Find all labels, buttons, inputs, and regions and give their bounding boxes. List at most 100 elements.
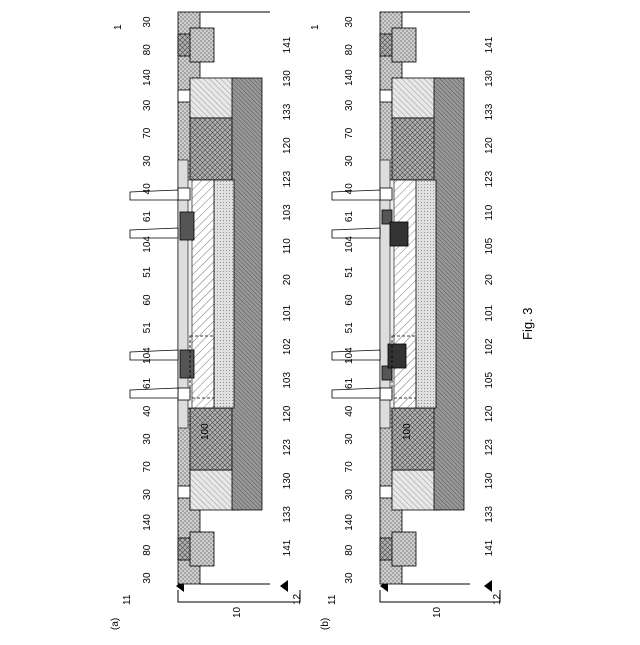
panel-b-bottom-ref-label: 123 <box>484 439 495 456</box>
panel-a-probe-bottom-1 <box>130 350 178 360</box>
panel-b-bottom-ref-label: 120 <box>484 137 495 154</box>
panel-a-ref-11: 11 <box>122 594 133 605</box>
panel-a-ref-12: 12 <box>292 593 303 605</box>
panel-b-bottom-ref-label: 101 <box>484 304 495 321</box>
panel-b-contact-51-bottom <box>380 388 392 400</box>
panel-b-bottom-ref-label: 123 <box>484 170 495 187</box>
panel-b-label: (b) <box>320 618 331 630</box>
panel-a-top-ref-label: 51 <box>142 322 153 334</box>
panel-b-block-140-top <box>392 28 416 62</box>
panel-a-bottom-ref-label: 120 <box>282 137 293 154</box>
panel-a-bottom-ref-label: 141 <box>282 36 293 53</box>
panel-b-bottom-ref-label: 130 <box>484 70 495 87</box>
panel-b-top-ref-label: 104 <box>344 347 355 364</box>
panel-b-block-140-bottom <box>392 532 416 566</box>
panel-b-bottom-ref-label: 130 <box>484 472 495 489</box>
panel-a-top-ref-label: 60 <box>142 294 153 306</box>
panel-b-top-ref-label: 80 <box>344 544 355 556</box>
panel-a-top-ref-label: 40 <box>142 405 153 417</box>
panel-a-top-ref-label: 51 <box>142 266 153 278</box>
panel-b-top-ref-label: 61 <box>344 211 355 223</box>
panel-a-probe-top-2 <box>130 228 178 238</box>
panel-b-bottom-ref-label: 133 <box>484 506 495 523</box>
panel-a-top-ref-label: 104 <box>142 236 153 253</box>
panel-b-block-70-bottom <box>380 486 392 498</box>
panel-b-top-ref-label: 60 <box>344 294 355 306</box>
panel-a-top-labels: 3080140307030406110451605110461403070301… <box>142 16 153 584</box>
panel-a-probe-bottom-2 <box>130 388 178 398</box>
panel-b-ref-11: 11 <box>327 594 338 605</box>
panel-a-label: (a) <box>110 618 121 630</box>
panel-b-top-ref-label: 30 <box>344 16 355 28</box>
panel-b-top-labels: 3080140307030406110451605110461403070301… <box>344 16 355 584</box>
panel-b-ref-10: 10 <box>432 606 443 618</box>
panel-b-top-ref-label: 30 <box>344 155 355 167</box>
panel-b-region-101 <box>414 180 436 408</box>
panel-a-top-ref-label: 140 <box>142 514 153 531</box>
panel-a-top-ref-label: 30 <box>142 16 153 28</box>
panel-a-bottom-ref-label: 103 <box>282 372 293 389</box>
panel-b-ref-12: 12 <box>492 593 503 605</box>
panel-a-contact-51-bottom <box>178 388 190 400</box>
panel-a-block-140-bottom <box>190 532 214 566</box>
figure-caption: Fig. 3 <box>520 307 535 340</box>
panel-b-arrow-12 <box>484 580 492 592</box>
panel-b-bottom-ref-label: 141 <box>484 539 495 556</box>
panel-b-top-ref-label: 140 <box>344 69 355 86</box>
panel-b-bottom-ref-label: 110 <box>484 204 495 220</box>
panel-a-top-ref-label: 30 <box>142 155 153 167</box>
panel-a-substrate-102 <box>232 78 262 510</box>
panel-b-region-120-bottom <box>392 408 438 470</box>
panel-a-top-ref-label: 61 <box>142 211 153 223</box>
panel-a-top-ref-label: 30 <box>142 572 153 584</box>
panel-b-top-ref-label: 51 <box>344 266 355 278</box>
panel-b-bottom-ref-label: 120 <box>484 405 495 422</box>
panel-a-ref-10: 10 <box>232 606 243 618</box>
panel-a-top-ref-label: 40 <box>142 183 153 195</box>
panel-b-ref-device: 1 <box>310 24 321 30</box>
panel-b-region-130-top <box>392 78 440 118</box>
panel-b-ref-100: 100 <box>402 423 413 440</box>
panel-a-bottom-ref-label: 101 <box>282 304 293 321</box>
panel-a-bottom-ref-label: 130 <box>282 472 293 489</box>
panel-a-bottom-ref-label: 103 <box>282 204 293 221</box>
panel-a-region-130-bottom <box>190 470 238 510</box>
panel-b-substrate-102 <box>434 78 464 510</box>
panel-b: (b) 1 11 12 10 100 <box>310 12 503 630</box>
panel-a-region-101 <box>212 180 234 408</box>
panel-a-bottom-labels: 1411331301231201031021012011010312312013… <box>282 36 293 556</box>
panel-b-probe-top-2 <box>332 228 380 238</box>
panel-b-probe-bottom-1 <box>332 350 380 360</box>
panel-b-top-ref-label: 51 <box>344 322 355 334</box>
panel-a-block-140-top <box>190 28 214 62</box>
panel-a-arrow-12 <box>280 580 288 592</box>
panel-a-bottom-ref-label: 130 <box>282 70 293 87</box>
panel-a-bottom-ref-label: 133 <box>282 103 293 120</box>
panel-a-top-ref-label: 70 <box>142 127 153 139</box>
panel-b-bottom-ref-label: 133 <box>484 103 495 120</box>
panel-a-top-ref-label: 80 <box>142 44 153 56</box>
panel-a-region-120-top <box>190 118 236 180</box>
panel-b-top-ref-label: 80 <box>344 44 355 56</box>
panel-a-region-130-top <box>190 78 238 118</box>
panel-b-block-105-top <box>390 222 408 246</box>
panel-b-probe-top-1 <box>332 190 380 200</box>
panel-a-ref-device: 1 <box>113 24 124 30</box>
panel-b-top-ref-label: 104 <box>344 236 355 253</box>
panel-b-top-ref-label: 140 <box>344 514 355 531</box>
panel-b-block-70-top <box>380 90 392 102</box>
panel-a-bottom-ref-label: 123 <box>282 439 293 456</box>
panel-b-top-ref-label: 30 <box>344 99 355 111</box>
panel-b-top-ref-label: 70 <box>344 127 355 139</box>
panel-a-block-104-top <box>180 212 194 240</box>
panel-a-top-ref-label: 30 <box>142 99 153 111</box>
panel-b-region-20 <box>392 180 416 408</box>
panel-a-bottom-ref-label: 123 <box>282 170 293 187</box>
panel-b-top-ref-label: 30 <box>344 489 355 501</box>
panel-a-region-120-bottom <box>190 408 236 470</box>
panel-b-bottom-ref-label: 141 <box>484 36 495 53</box>
panel-b-bottom-ref-label: 105 <box>484 372 495 389</box>
panel-a-bottom-ref-label: 133 <box>282 506 293 523</box>
panel-b-bottom-ref-label: 20 <box>484 274 495 286</box>
